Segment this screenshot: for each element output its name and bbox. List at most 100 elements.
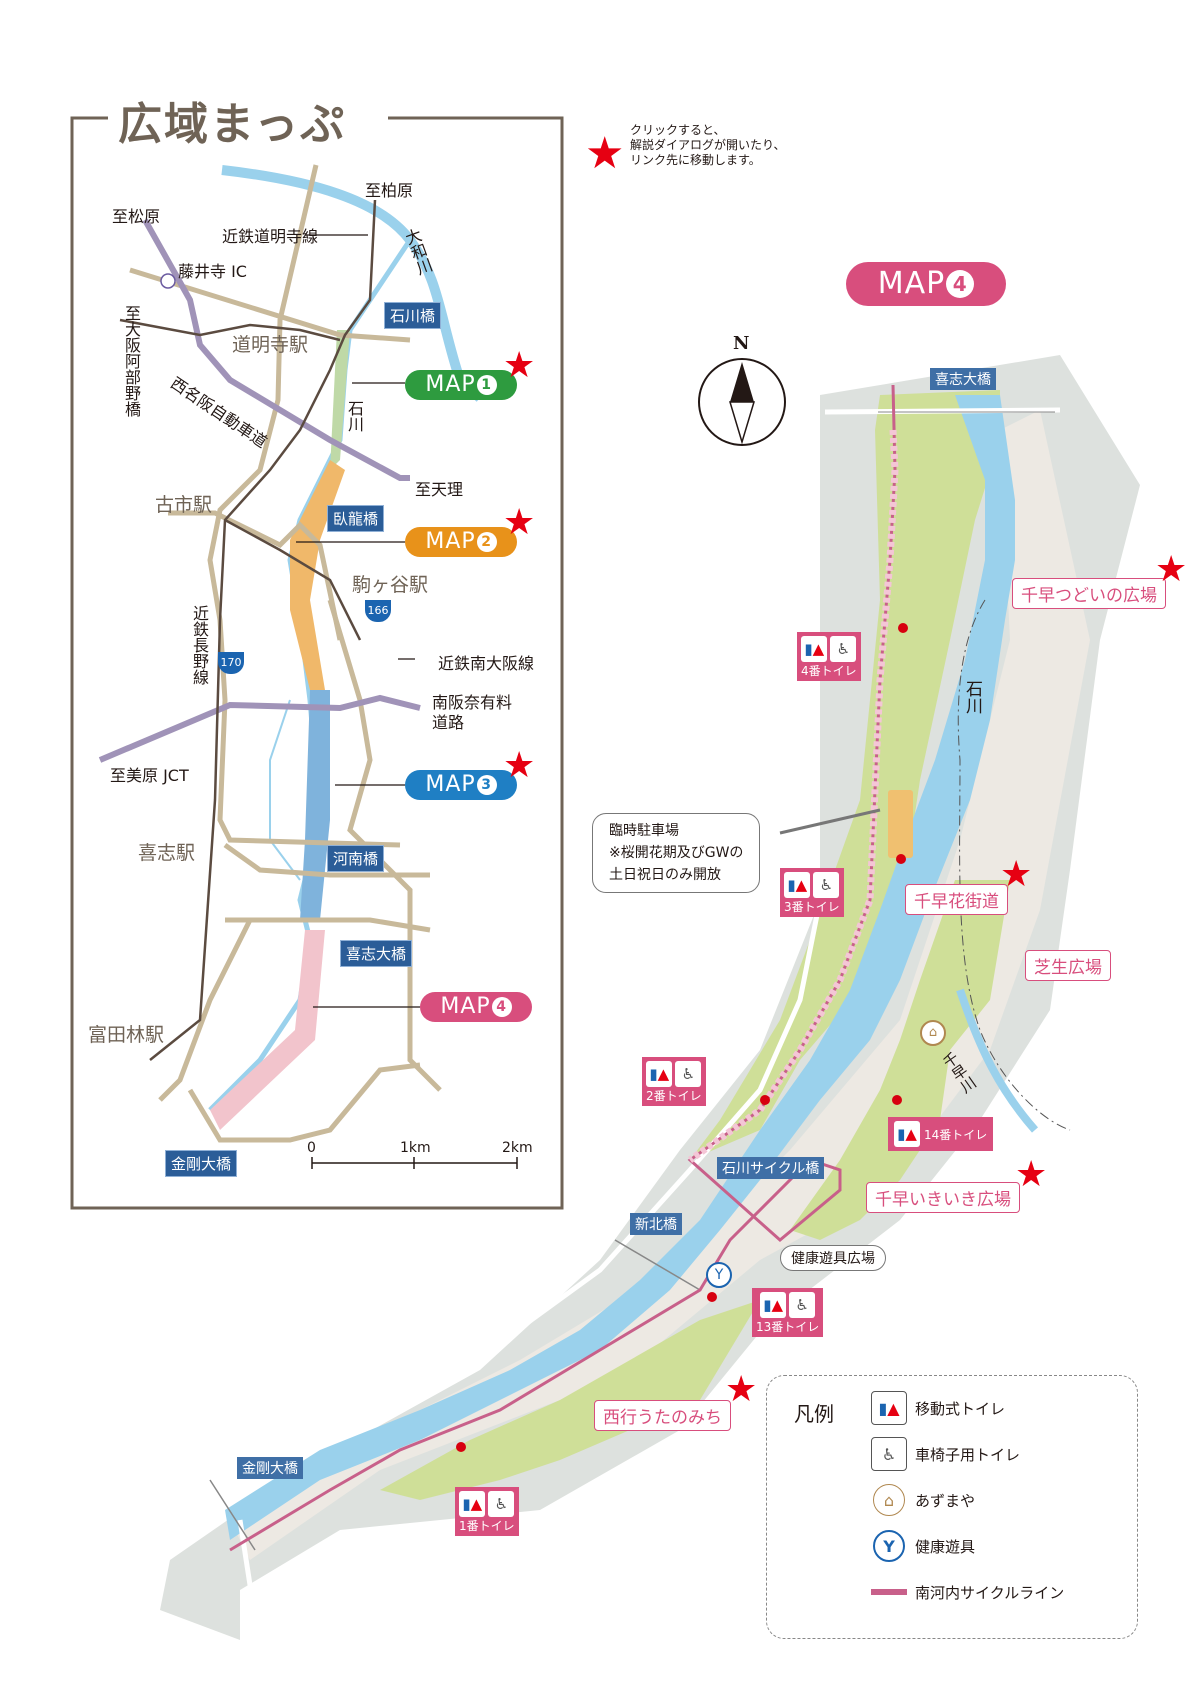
- mobile-toilet-icon: ▮▲: [801, 636, 828, 662]
- legend-item-wheelchair-toilet: ♿ 車椅子用トイレ: [871, 1437, 1064, 1471]
- mobile-toilet-icon: ▮▲: [459, 1491, 486, 1517]
- label-to-osaka-abeno: 至大阪阿部野橋: [122, 305, 141, 417]
- spot-chihaya-hana-kaido-star-icon[interactable]: ★: [1000, 854, 1033, 895]
- wheelchair-toilet-icon: ♿: [813, 872, 840, 898]
- map1-star-icon[interactable]: ★: [503, 345, 536, 386]
- map4-segment: [210, 930, 325, 1130]
- spot-chihaya-ikiiki-plaza[interactable]: 千早いきいき広場: [866, 1182, 1020, 1213]
- map2-segment: [290, 460, 345, 690]
- bridge-label-ishikawa: 石川橋: [384, 302, 442, 329]
- toilet-4-badge[interactable]: ▮▲♿ 4番トイレ: [797, 632, 861, 681]
- compass-north-label: N: [733, 333, 750, 354]
- toilet-13-pin: [707, 1292, 717, 1302]
- label-ishikawa-river: 石川: [962, 680, 982, 714]
- fitness-equipment-icon: Y: [706, 1262, 732, 1288]
- wheelchair-toilet-icon: ♿: [488, 1491, 515, 1517]
- map2-star-icon[interactable]: ★: [503, 502, 536, 543]
- label-kintetsu-nagano-line: 近鉄長野線: [190, 605, 209, 685]
- star-legend-icon: ★: [585, 128, 625, 179]
- bridge-label-kishi-ohashi: 喜志大橋: [340, 940, 413, 967]
- wheelchair-toilet-icon: ♿: [830, 636, 857, 662]
- fitness-equipment-icon: Y: [873, 1530, 905, 1562]
- label-to-matsubara: 至松原: [112, 207, 161, 226]
- label-kintetsu-minami-osaka-line: 近鉄南大阪線: [438, 654, 535, 673]
- map1-number: 1: [476, 375, 497, 395]
- scale-tick-2km: 2km: [502, 1140, 533, 1156]
- bridge-label-kanan: 河南橋: [327, 845, 385, 872]
- shinkita-bridge-line: [614, 1239, 701, 1291]
- bridge-label-kongo-ohashi-detail: 金剛大橋: [237, 1457, 303, 1479]
- scale-bar: [311, 1157, 518, 1169]
- label-kishi-station: 喜志駅: [138, 842, 196, 864]
- star-note: クリックすると、 解説ダイアログが開いたり、 リンク先に移動します。: [630, 123, 786, 167]
- label-minami-hannan-toll-road: 南阪奈有料道路: [432, 693, 513, 732]
- label-komagatani-station: 駒ヶ谷駅: [352, 574, 429, 596]
- ishikawa-river: [225, 395, 1015, 1540]
- mobile-toilet-icon: ▮▲: [646, 1061, 673, 1087]
- toilet-1-pin: [456, 1442, 466, 1452]
- legend-item-cycle-line: 南河内サイクルライン: [871, 1575, 1064, 1609]
- label-domyoji-station: 道明寺駅: [232, 334, 309, 356]
- temporary-parking-area: [888, 790, 913, 858]
- toilet-14-pin: [892, 1095, 902, 1105]
- gazebo-icon: ⌂: [873, 1484, 905, 1516]
- legend-item-fitness: Y 健康遊具: [871, 1529, 1064, 1563]
- mobile-toilet-icon: ▮▲: [760, 1292, 787, 1318]
- overview-leader-lines: [296, 234, 420, 1008]
- cherry-trees: [687, 429, 899, 1163]
- map3-segment: [300, 690, 330, 920]
- toilet-14-badge[interactable]: ▮▲ 14番トイレ: [888, 1117, 994, 1151]
- overview-frame: [70, 116, 564, 1210]
- map2-number: 2: [476, 532, 497, 552]
- legend-items: ▮▲ 移動式トイレ ♿ 車椅子用トイレ ⌂ あずまや Y 健康遊具 南河内サイク…: [871, 1391, 1064, 1609]
- bridge-label-garyu: 臥龍橋: [327, 505, 385, 532]
- scale-tick-1km: 1km: [400, 1140, 431, 1156]
- cycle-line: [229, 384, 897, 1552]
- bridge-label-kishi-ohashi-detail: 喜志大橋: [930, 368, 996, 390]
- temporary-parking-callout: 臨時駐車場 ※桜開花期及びGWの 土日祝日のみ開放: [592, 813, 761, 893]
- toilet-1-badge[interactable]: ▮▲♿ 1番トイレ: [455, 1487, 519, 1536]
- scale-tick-0: 0: [307, 1140, 316, 1156]
- toilet-13-badge[interactable]: ▮▲♿ 13番トイレ: [752, 1288, 824, 1337]
- legend-title: 凡例: [794, 1402, 834, 1426]
- toilet-3-badge[interactable]: ▮▲♿ 3番トイレ: [780, 868, 844, 917]
- label-ishikawa-overview: 石川: [345, 400, 364, 432]
- label-furuichi-station: 古市駅: [155, 494, 213, 516]
- fujiidera-ic-icon: [160, 273, 176, 289]
- overview-title: 広域まっぷ: [118, 99, 347, 150]
- spot-chihaya-hana-kaido[interactable]: 千早花街道: [905, 884, 1008, 915]
- map3-star-icon[interactable]: ★: [503, 745, 536, 786]
- label-fujiidera-ic: 藤井寺 IC: [178, 262, 247, 281]
- mobile-toilet-icon: ▮▲: [871, 1391, 907, 1425]
- map1-segment: [330, 330, 350, 470]
- label-tondabayashi-station: 富田林駅: [88, 1024, 165, 1046]
- cycle-line-swatch: [871, 1589, 907, 1595]
- spot-chihaya-tsudoi-plaza[interactable]: 千早つどいの広場: [1012, 578, 1166, 609]
- spot-saigyo-uta-no-michi[interactable]: 西行うたのみち: [594, 1400, 731, 1431]
- spot-saigyo-star-icon[interactable]: ★: [725, 1369, 758, 1410]
- bridge-label-ishikawa-cycle: 石川サイクル橋: [717, 1157, 825, 1179]
- mobile-toilet-icon: ▮▲: [894, 1121, 920, 1147]
- wheelchair-toilet-icon: ♿: [789, 1292, 816, 1318]
- map4-title-number: 4: [946, 270, 975, 298]
- map4-number: 4: [491, 997, 512, 1017]
- wheelchair-toilet-icon: ♿: [675, 1061, 702, 1087]
- label-kintetsu-domyoji-line: 近鉄道明寺線: [222, 227, 319, 246]
- spot-shibafu-plaza[interactable]: 芝生広場: [1025, 950, 1111, 981]
- bridge-label-shinkita: 新北橋: [630, 1213, 682, 1235]
- mobile-toilet-icon: ▮▲: [784, 872, 811, 898]
- toilet-3-pin: [896, 854, 906, 864]
- spot-chihaya-tsudoi-star-icon[interactable]: ★: [1155, 549, 1188, 590]
- spot-chihaya-ikiiki-star-icon[interactable]: ★: [1015, 1154, 1048, 1195]
- toilet-4-pin: [898, 623, 908, 633]
- gazebo-icon: ⌂: [920, 1020, 946, 1046]
- green-park-left: [690, 390, 1000, 1160]
- overview-railways: [119, 199, 377, 1061]
- label-to-tenri: 至天理: [415, 480, 464, 499]
- toilet-2-badge[interactable]: ▮▲♿ 2番トイレ: [642, 1057, 706, 1106]
